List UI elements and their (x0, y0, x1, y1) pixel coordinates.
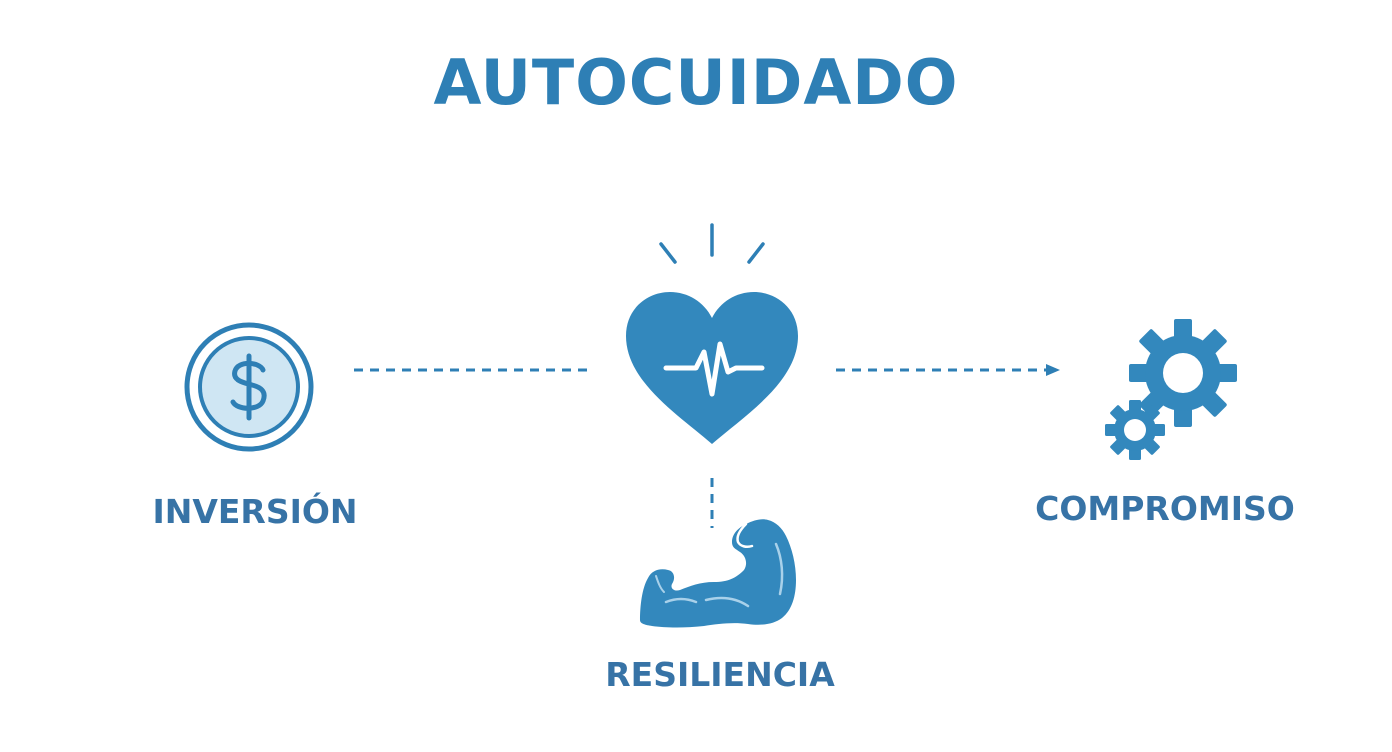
heartbeat-heart-icon (626, 292, 798, 444)
label-resiliencia: RESILIENCIA (605, 655, 835, 694)
label-inversion: INVERSIÓN (152, 492, 358, 531)
label-compromiso: COMPROMISO (1035, 489, 1295, 528)
heart-ray-left (659, 242, 677, 264)
dollar-coin-icon (184, 322, 314, 452)
diagram-title: AUTOCUIDADO (433, 46, 959, 119)
heart-ray-right (747, 242, 765, 264)
flexed-arm-icon (640, 519, 796, 628)
gears-icon (1105, 319, 1237, 460)
